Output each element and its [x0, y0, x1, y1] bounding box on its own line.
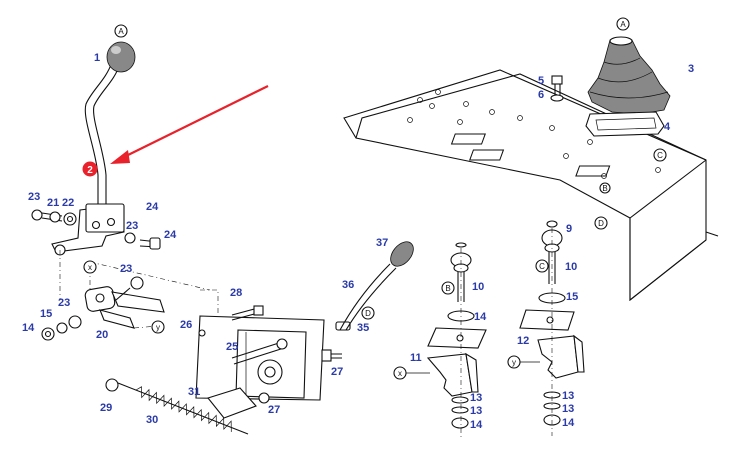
- callout-10-b: 10: [472, 281, 484, 293]
- highlight-marker: [82, 161, 98, 177]
- highlight-arrow: 2: [82, 85, 269, 177]
- callout-13-c: 13: [562, 390, 574, 402]
- callout-12: 12: [517, 335, 529, 347]
- callout-36: 35: [357, 322, 369, 334]
- callout-14-a: 14: [22, 322, 35, 334]
- callout-24-a: 23: [28, 191, 40, 203]
- assembly-c: [519, 220, 585, 436]
- callout-24-b: 24: [164, 229, 177, 241]
- ref-b-housing: B: [602, 184, 607, 193]
- callout-23-b: 23: [126, 220, 138, 232]
- callout-26: 25: [226, 341, 238, 353]
- callout-5: 5: [538, 75, 544, 87]
- callout-25: 24: [146, 201, 159, 213]
- callout-27-b: 27: [268, 404, 280, 416]
- callout-13-b: 13: [470, 405, 482, 417]
- gear-lever-assembly: [31, 41, 211, 300]
- callout-6: 6: [538, 89, 544, 101]
- gear-boot: [585, 36, 671, 137]
- callout-38: 37: [376, 237, 388, 249]
- callout-23-d: 23: [58, 297, 70, 309]
- ref-d-housing: D: [598, 219, 604, 228]
- bolt-5-6: [550, 75, 564, 102]
- callout-4: 4: [664, 121, 671, 133]
- callout-10-c: 10: [565, 261, 577, 273]
- ref-a-lever: A: [118, 27, 124, 36]
- callout-labels: 1 3 4 5 6 9 10 10 11 12 13 13 13 13 14 1…: [22, 52, 694, 431]
- callout-31: 30: [146, 414, 158, 426]
- callout-13-d: 13: [562, 403, 574, 415]
- callout-28: 27: [331, 366, 343, 378]
- callout-30: 29: [100, 402, 112, 414]
- ref-x-assembly: x: [398, 369, 402, 378]
- ref-c-housing: C: [657, 151, 663, 160]
- callout-35: 31: [188, 386, 200, 398]
- plate-assembly: [105, 241, 414, 435]
- callout-21: 20: [96, 329, 108, 341]
- callout-3: 3: [688, 63, 694, 75]
- callout-11: 11: [410, 352, 422, 364]
- reference-letters: A A B B C C D D x x y y: [83, 17, 667, 380]
- callout-15-b: 14: [474, 311, 487, 323]
- callout-9: 9: [566, 223, 572, 235]
- highlight-marker-label: 2: [87, 165, 93, 176]
- ref-x-bracket: x: [88, 263, 92, 272]
- callout-14-b: 14: [470, 419, 483, 431]
- lever-knob: [106, 41, 136, 73]
- ref-c-assembly: C: [539, 262, 545, 271]
- callout-15-c: 15: [566, 291, 578, 303]
- callout-20: 15: [40, 308, 52, 320]
- callout-37: 36: [342, 279, 354, 291]
- callout-27-a: 26: [180, 319, 192, 331]
- callout-23-a: 22: [62, 197, 74, 209]
- callout-13-a: 13: [470, 392, 482, 404]
- callout-29: 28: [230, 287, 242, 299]
- callout-23-c: 23: [120, 263, 132, 275]
- assembly-b: [426, 242, 487, 440]
- selector-mechanism: [41, 268, 165, 341]
- ref-y-assembly: y: [512, 358, 516, 367]
- ref-b-assembly: B: [445, 284, 450, 293]
- callout-1: 1: [94, 52, 100, 64]
- ref-d-lever: D: [365, 309, 371, 318]
- callout-14-c: 14: [562, 417, 575, 429]
- ref-a-boot: A: [620, 20, 626, 29]
- ref-y-selector: y: [156, 323, 160, 332]
- callout-22: 21: [47, 197, 59, 209]
